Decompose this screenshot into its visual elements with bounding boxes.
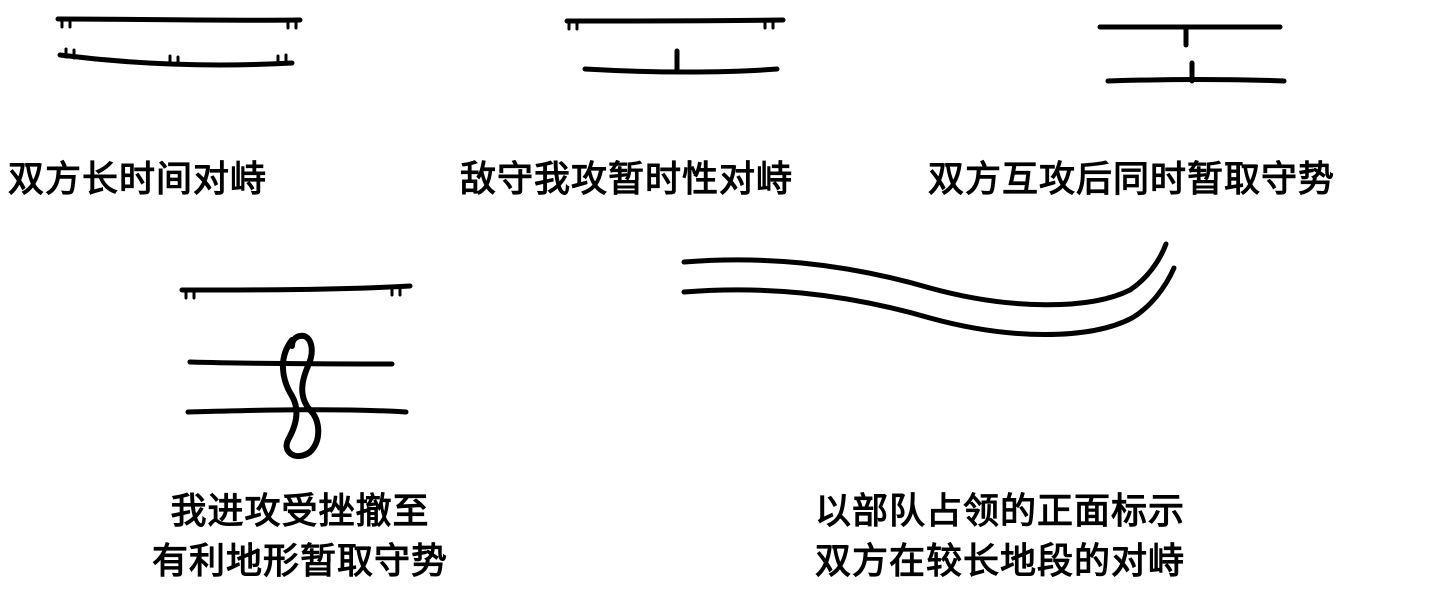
caption-line: 双方互攻后同时暂取守势: [928, 159, 1336, 200]
long-sector-standoff-symbol: [681, 241, 1177, 337]
caption-line: 双方在较长地段的对峙: [814, 541, 1185, 582]
mutual-defense-symbol: [1097, 24, 1287, 84]
caption-line: 我进攻受挫撤至: [170, 491, 430, 532]
enemy-front-line: [179, 283, 413, 293]
caption-mutual-defense: 双方互攻后同时暂取守势: [928, 162, 1335, 198]
caption-long-term-standoff: 双方长时间对峙: [8, 162, 267, 198]
long-term-standoff-symbol: [55, 16, 303, 68]
caption-setback-withdrawal: 我进攻受挫撤至 有利地形暂取守势: [100, 494, 500, 580]
middle-line: [187, 359, 395, 367]
own-front-line: [582, 66, 780, 75]
front-line-upper: [681, 241, 1169, 308]
caption-line: 双方长时间对峙: [8, 159, 268, 200]
temporary-standoff-symbol: [564, 17, 786, 75]
lower-front-line: [57, 52, 295, 68]
setback-withdrawal-symbol: [179, 283, 413, 460]
caption-line: 敌守我攻暂时性对峙: [460, 159, 794, 200]
front-line-lower: [681, 265, 1177, 337]
caption-long-sector-standoff: 以部队占领的正面标示 双方在较长地段的对峙: [730, 494, 1270, 580]
own-front-line: [1105, 77, 1287, 84]
withdrawal-loop: [279, 332, 322, 460]
caption-line: 以部队占领的正面标示: [814, 491, 1185, 532]
caption-line: 有利地形暂取守势: [151, 541, 448, 582]
enemy-front-line: [564, 17, 786, 24]
upper-front-line: [55, 16, 303, 23]
caption-temporary-standoff: 敌守我攻暂时性对峙: [460, 162, 793, 198]
